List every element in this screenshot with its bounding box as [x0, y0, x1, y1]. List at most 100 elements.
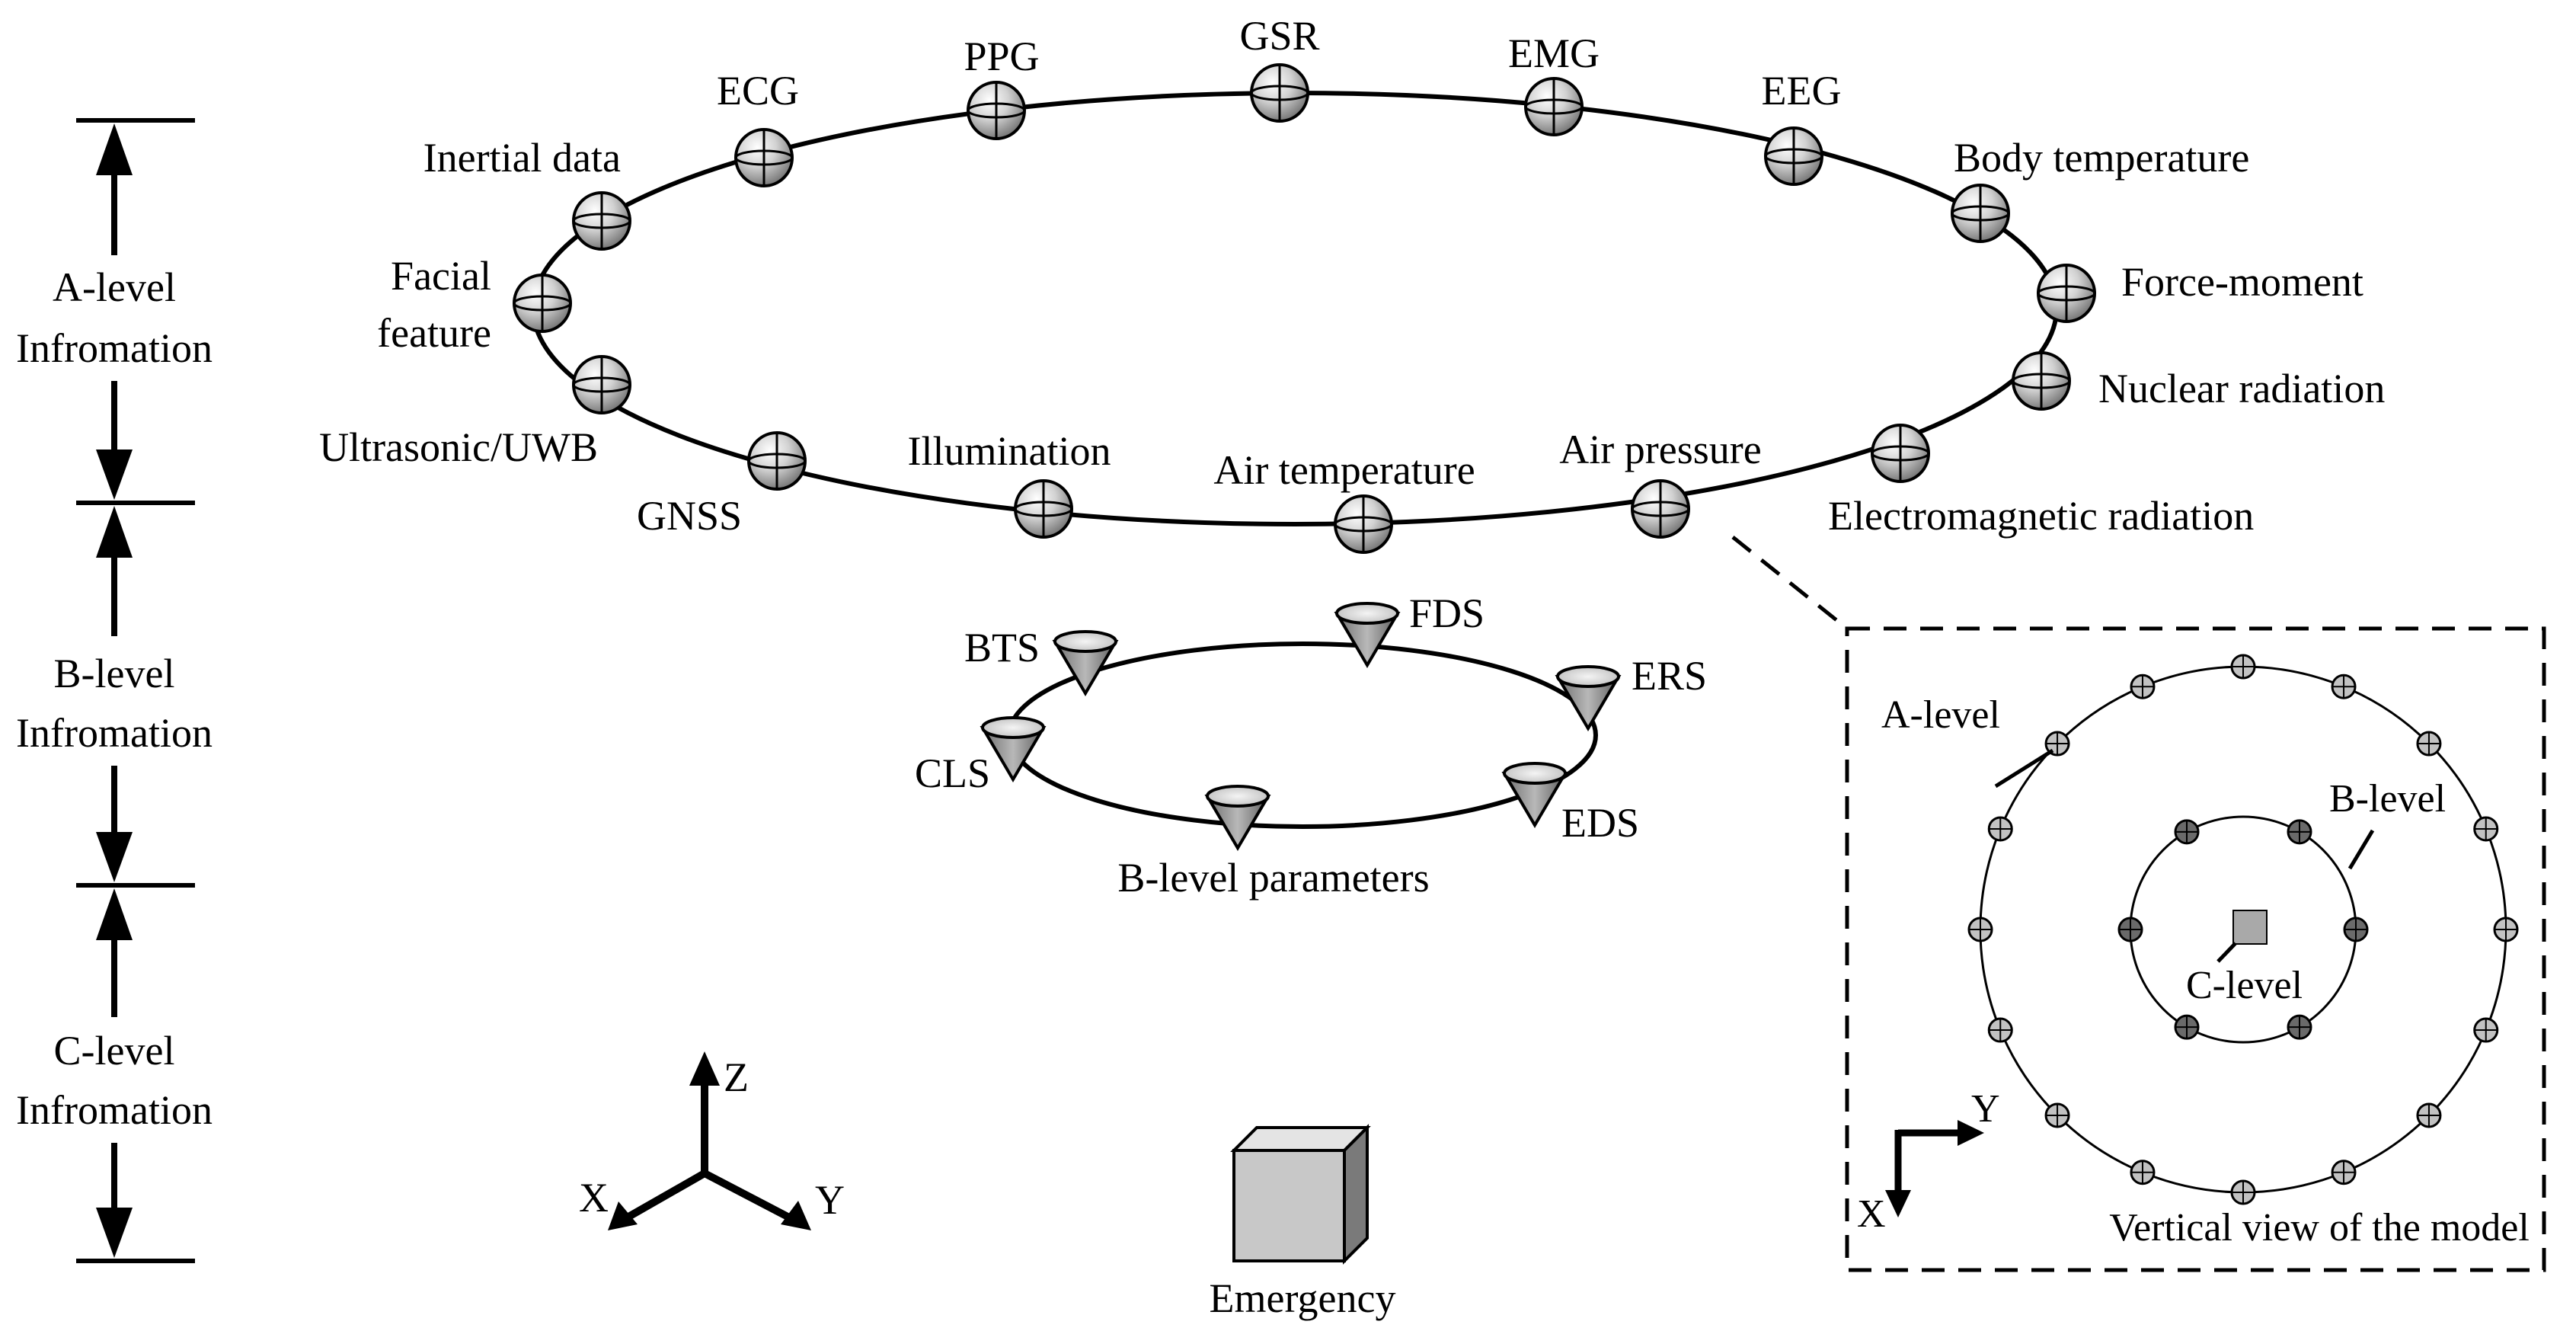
cube-side-face	[1343, 1124, 1369, 1265]
axis-z-head	[689, 1051, 720, 1086]
b-sensor-node-eds	[1501, 762, 1568, 828]
b-level-subtitle: Infromation	[16, 710, 213, 756]
sensor-label-emg: EMG	[1508, 30, 1600, 76]
b-sensor-label-eds: EDS	[1561, 800, 1639, 846]
inset-axis-x-label: X	[1857, 1192, 1886, 1236]
inset-b-node	[2287, 819, 2312, 845]
inset-connector	[1731, 536, 1849, 630]
b-sensor-label-cls: CLS	[915, 750, 990, 796]
inset-a-node	[1967, 917, 1993, 942]
sensor-label-feature: feature	[377, 310, 491, 356]
sensor-label-illumination: Illumination	[908, 428, 1111, 474]
emergency-label: Emergency	[1210, 1275, 1396, 1321]
b-arrow-up-head	[96, 506, 133, 558]
b-level-ring: BTS FDS ERS CLS EDS B-level parameters	[915, 590, 1707, 901]
cube-front-face	[1232, 1149, 1346, 1262]
a-ring-sensor-nodes	[513, 63, 2096, 554]
inset-a-pointer	[1994, 748, 2054, 789]
sensor-label-inertial-data: Inertial data	[423, 135, 621, 181]
sensor-label-electromagnetic-radiation: Electromagnetic radiation	[1828, 493, 2254, 539]
inset-a-node	[1987, 1017, 2013, 1043]
emergency-cube: Emergency	[1210, 1124, 1396, 1321]
sensor-node-nuclear-radiation	[2012, 351, 2071, 411]
b-level-title: B-level	[54, 651, 175, 696]
axis-y-head	[781, 1201, 811, 1230]
b-sensor-label-ers: ERS	[1632, 653, 1707, 699]
a-level-subtitle: Infromation	[16, 325, 213, 371]
sensor-label-ppg: PPG	[964, 34, 1039, 79]
b-sensor-node-b-parameters	[1204, 785, 1271, 851]
sensor-node-air-pressure	[1631, 479, 1690, 539]
sensor-node-force-moment	[2037, 264, 2096, 323]
sensor-label-air-temperature: Air temperature	[1213, 447, 1475, 493]
axis-y-line	[702, 1169, 794, 1223]
a-arrow-down-head	[96, 450, 133, 500]
b-sensor-node-cls	[980, 716, 1047, 782]
inset-c-pointer	[2216, 942, 2237, 963]
sensor-node-illumination	[1014, 479, 1073, 539]
sensor-label-body-temperature: Body temperature	[1954, 135, 2249, 181]
inset-a-node	[2130, 673, 2156, 699]
inset-a-label: A-level	[1881, 693, 2000, 737]
inset-b-label: B-level	[2329, 777, 2446, 821]
sensor-node-ppg	[967, 81, 1026, 140]
axis-y-label: Y	[815, 1177, 845, 1223]
inset-frame	[1845, 626, 2546, 1272]
c-level-subtitle: Infromation	[16, 1087, 213, 1133]
a-arrow-up-head	[96, 123, 133, 175]
inset-b-node	[2343, 917, 2369, 942]
inset-axis-y-label: Y	[1971, 1087, 2000, 1131]
inset-axis-y-head	[1958, 1120, 1984, 1146]
b-arrow-down-head	[96, 832, 133, 882]
inset-axis-x-head	[1885, 1190, 1911, 1217]
inset-a-node	[2230, 1179, 2256, 1205]
c-arrow-down-head	[96, 1208, 133, 1258]
sensor-node-emg	[1524, 77, 1584, 136]
b-ring-sensor-nodes	[980, 602, 1622, 851]
sensor-label-nuclear-radiation: Nuclear radiation	[2098, 366, 2385, 411]
sensor-node-gsr	[1250, 63, 1309, 123]
inset-a-node	[1987, 816, 2013, 842]
axis-x-head	[608, 1201, 638, 1230]
b-sensor-node-bts	[1052, 630, 1119, 696]
inset-a-node	[2044, 1102, 2070, 1128]
b-sensor-node-ers	[1555, 665, 1622, 731]
level-scale: A-level Infromation B-level Infromation …	[16, 118, 213, 1263]
axis-x-label: X	[579, 1175, 609, 1221]
sensor-node-eeg	[1764, 126, 1823, 186]
sensor-label-facial: Facial	[391, 253, 491, 299]
sensor-node-ultrasonic-uwb	[572, 355, 631, 414]
sensor-node-facial-feature	[513, 274, 572, 333]
inset-a-node	[2473, 1017, 2499, 1043]
b-sensor-label-fds: FDS	[1409, 590, 1485, 636]
inset-b-node	[2287, 1014, 2312, 1040]
inset-a-node	[2473, 816, 2499, 842]
b-ring-caption: B-level parameters	[1117, 855, 1429, 901]
sensor-node-gnss	[747, 431, 807, 491]
inset-c-label: C-level	[2186, 964, 2303, 1007]
sensor-node-body-temperature	[1951, 184, 2010, 243]
sensor-label-gnss: GNSS	[637, 493, 742, 539]
inset-c-square	[2232, 910, 2268, 945]
inset-a-node	[2331, 1160, 2357, 1185]
sensor-label-eeg: EEG	[1762, 68, 1842, 114]
a-level-title: A-level	[53, 264, 176, 310]
vertical-view-inset: A-level B-level C-level Y X Vertical vie…	[1845, 626, 2546, 1272]
inset-b-node	[2117, 917, 2143, 942]
sensor-label-ultrasonic-uwb: Ultrasonic/UWB	[319, 424, 598, 470]
b-sensor-label-bts: BTS	[964, 625, 1040, 670]
a-level-ring: ECG PPG GSR EMG EEG Inertial data Body t…	[319, 13, 2385, 554]
inset-b-pointer	[2347, 829, 2375, 870]
sensor-label-ecg: ECG	[717, 68, 799, 114]
inset-b-node	[2174, 1014, 2200, 1040]
inset-caption: Vertical view of the model	[2109, 1206, 2530, 1249]
inset-a-node	[2416, 731, 2442, 757]
b-sensor-node-fds	[1334, 602, 1401, 668]
c-level-title: C-level	[54, 1028, 175, 1073]
inset-a-node	[2331, 673, 2357, 699]
sensor-label-force-moment: Force-moment	[2121, 259, 2363, 305]
inset-a-node	[2416, 1102, 2442, 1128]
sensor-label-gsr: GSR	[1239, 13, 1319, 59]
inset-node-dots	[1967, 654, 2519, 1205]
